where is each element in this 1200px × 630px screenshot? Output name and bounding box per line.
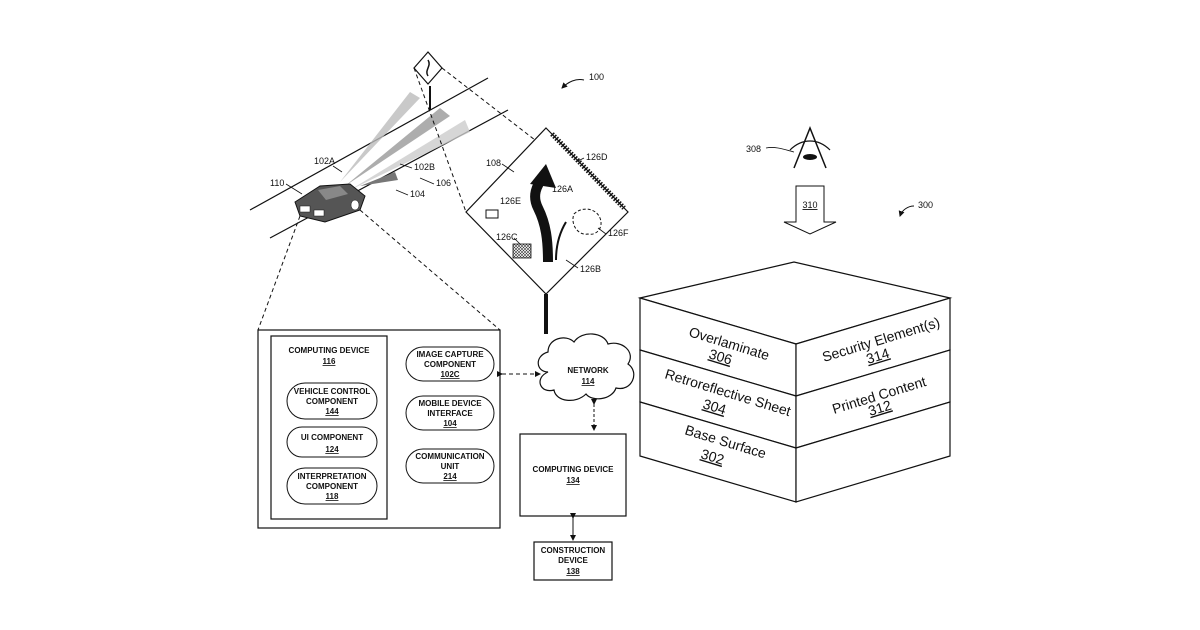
svg-text:INTERPRETATION: INTERPRETATION	[297, 472, 366, 481]
roadside-sign	[414, 52, 442, 110]
svg-text:114: 114	[582, 377, 595, 386]
view-direction-arrow: 310	[784, 186, 836, 234]
construction-device: CONSTRUCTION DEVICE 138	[534, 542, 612, 580]
ref-126d: 126D	[586, 152, 608, 162]
svg-text:MOBILE DEVICE: MOBILE DEVICE	[418, 399, 482, 408]
ref-126c: 126C	[496, 232, 518, 242]
pattern-126c	[513, 244, 531, 258]
vehicle-control-component: VEHICLE CONTROL COMPONENT 144	[287, 383, 377, 419]
svg-text:138: 138	[566, 567, 580, 576]
svg-text:COMPONENT: COMPONENT	[306, 397, 358, 406]
ref-102a: 102A	[314, 156, 335, 166]
communication-unit: COMMUNICATION UNIT 214	[406, 449, 494, 483]
arrow-310-label: 310	[802, 200, 817, 210]
svg-text:UNIT: UNIT	[441, 462, 460, 471]
svg-text:COMPONENT: COMPONENT	[306, 482, 358, 491]
ref-104: 104	[410, 189, 425, 199]
computing-device-num: 116	[323, 357, 336, 366]
network-cloud: NETWORK 114	[538, 334, 634, 400]
ui-component: UI COMPONENT 124	[287, 427, 377, 457]
computing-device-134: COMPUTING DEVICE 134	[520, 434, 626, 516]
ref-126f: 126F	[608, 228, 629, 238]
viewer-eye-icon: 308	[746, 128, 830, 168]
svg-text:144: 144	[325, 407, 339, 416]
ref-300: 300	[918, 200, 933, 210]
svg-text:UI COMPONENT: UI COMPONENT	[301, 433, 363, 442]
vehicle	[295, 184, 365, 222]
svg-text:102C: 102C	[440, 370, 459, 379]
ref-126e: 126E	[500, 196, 521, 206]
svg-text:CONSTRUCTION: CONSTRUCTION	[541, 546, 606, 555]
sensor-beams	[340, 92, 470, 190]
svg-text:VEHICLE CONTROL: VEHICLE CONTROL	[294, 387, 371, 396]
svg-text:118: 118	[326, 492, 339, 501]
code-126e	[486, 210, 498, 218]
ref-108: 108	[486, 158, 501, 168]
ref-308: 308	[746, 144, 761, 154]
ref-106: 106	[436, 178, 451, 188]
svg-text:124: 124	[325, 445, 339, 454]
ref-110: 110	[270, 178, 284, 188]
svg-text:DEVICE: DEVICE	[558, 556, 588, 565]
svg-text:104: 104	[443, 419, 457, 428]
ref-102b: 102B	[414, 162, 435, 172]
svg-text:134: 134	[566, 476, 580, 485]
ref-126a: 126A	[552, 184, 573, 194]
ref-126b: 126B	[580, 264, 601, 274]
image-capture-component: IMAGE CAPTURE COMPONENT 102C	[406, 347, 494, 381]
svg-text:INTERFACE: INTERFACE	[427, 409, 473, 418]
svg-text:COMPONENT: COMPONENT	[424, 360, 476, 369]
ref-100: 100	[589, 72, 604, 82]
computing-device-title: COMPUTING DEVICE	[289, 346, 371, 355]
svg-text:COMPUTING DEVICE: COMPUTING DEVICE	[533, 465, 615, 474]
svg-text:IMAGE CAPTURE: IMAGE CAPTURE	[416, 350, 484, 359]
svg-text:COMMUNICATION: COMMUNICATION	[415, 452, 484, 461]
interpretation-component: INTERPRETATION COMPONENT 118	[287, 468, 377, 504]
svg-text:NETWORK: NETWORK	[567, 366, 609, 375]
road-edge-upper	[250, 78, 488, 210]
mobile-device-interface: MOBILE DEVICE INTERFACE 104	[406, 396, 494, 430]
svg-text:214: 214	[443, 472, 457, 481]
